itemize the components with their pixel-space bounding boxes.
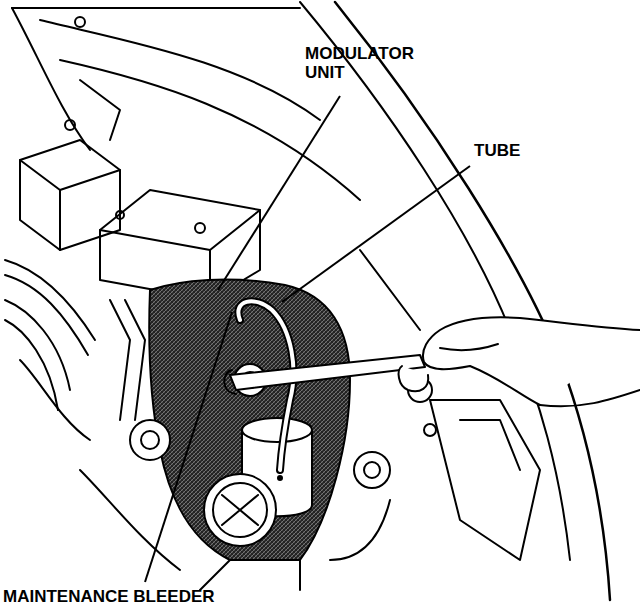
leader-lines	[145, 96, 470, 582]
part-label: MAINTENANCE BLEEDER	[3, 588, 303, 607]
part-label: MODULATOR UNIT	[305, 45, 435, 82]
part-label: TUBE	[474, 142, 564, 161]
